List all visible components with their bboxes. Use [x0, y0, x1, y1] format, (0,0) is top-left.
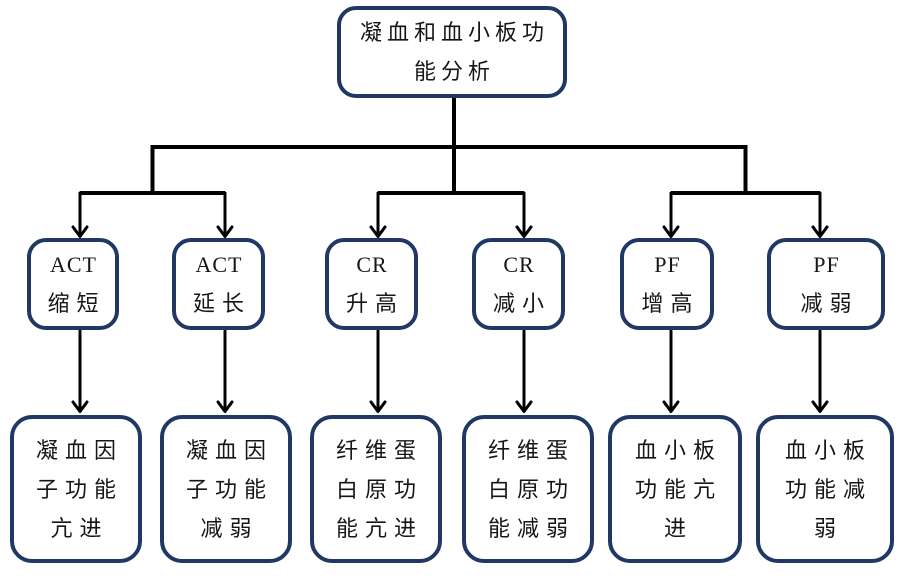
node-label: 进 [663, 515, 693, 541]
node-label: 减弱 [800, 291, 859, 316]
node-label: 缩短 [47, 291, 106, 316]
arrow-down-icon [216, 329, 234, 413]
node-label: 凝血因 [185, 437, 273, 463]
arrow-down-icon [515, 329, 533, 413]
node-label: ACT [195, 252, 243, 277]
arrow-down-icon [369, 191, 387, 238]
node-label: 白原功 [335, 476, 423, 502]
arrow-down-icon [71, 191, 89, 238]
node-label: 能减弱 [487, 515, 575, 541]
node-label: CR [356, 252, 388, 277]
node-label: 减小 [492, 291, 551, 316]
node-label: 功能亢 [634, 476, 722, 502]
arrow-down-icon [662, 329, 680, 413]
node-label: 亢进 [50, 515, 109, 541]
node-label: PF [813, 252, 840, 277]
node-fibrinogen-hyper: 纤维蛋 白原功 能亢进 [310, 415, 442, 563]
node-label: 弱 [813, 515, 843, 541]
node-label: 血小板 [784, 437, 872, 463]
node-act-long: ACT 延长 [172, 238, 265, 330]
node-label: 子功能 [185, 476, 273, 502]
node-label: 子功能 [35, 476, 123, 502]
node-label: 升高 [345, 291, 404, 316]
node-label: 延长 [192, 291, 251, 316]
arrow-down-icon [811, 191, 829, 238]
node-label: PF [654, 252, 681, 277]
node-label: 能亢进 [335, 515, 423, 541]
branch-rail [150, 145, 748, 193]
node-root: 凝血和血小板功 能分析 [337, 6, 567, 98]
node-fibrinogen-weak: 纤维蛋 白原功 能减弱 [462, 415, 594, 563]
node-label: 功能减 [784, 476, 872, 502]
arrow-down-icon [369, 329, 387, 413]
node-platelet-hyper: 血小板 功能亢 进 [608, 415, 742, 563]
node-pf-weak: PF 减弱 [767, 238, 885, 330]
node-label: 减弱 [200, 515, 259, 541]
node-root-line1: 凝血和血小板功 [359, 20, 549, 45]
node-root-line2: 能分析 [413, 59, 495, 84]
node-coag-factor-hyper: 凝血因 子功能 亢进 [10, 415, 142, 563]
arrow-down-icon [662, 191, 680, 238]
node-cr-high: CR 升高 [325, 238, 418, 330]
node-label: CR [503, 252, 535, 277]
node-label: 增高 [641, 291, 700, 316]
node-label: 纤维蛋 [335, 437, 423, 463]
node-label: ACT [50, 252, 97, 277]
arrow-down-icon [811, 329, 829, 413]
arrow-down-icon [515, 191, 533, 238]
arrow-down-icon [216, 191, 234, 238]
node-label: 白原功 [487, 476, 575, 502]
node-platelet-weak: 血小板 功能减 弱 [756, 415, 894, 563]
node-label: 纤维蛋 [487, 437, 575, 463]
node-act-short: ACT 缩短 [27, 238, 119, 330]
node-cr-low: CR 减小 [472, 238, 565, 330]
node-label: 凝血因 [35, 437, 123, 463]
arrow-down-icon [71, 329, 89, 413]
node-coag-factor-weak: 凝血因 子功能 减弱 [160, 415, 292, 563]
node-pf-high: PF 增高 [620, 238, 714, 330]
node-label: 血小板 [634, 437, 722, 463]
